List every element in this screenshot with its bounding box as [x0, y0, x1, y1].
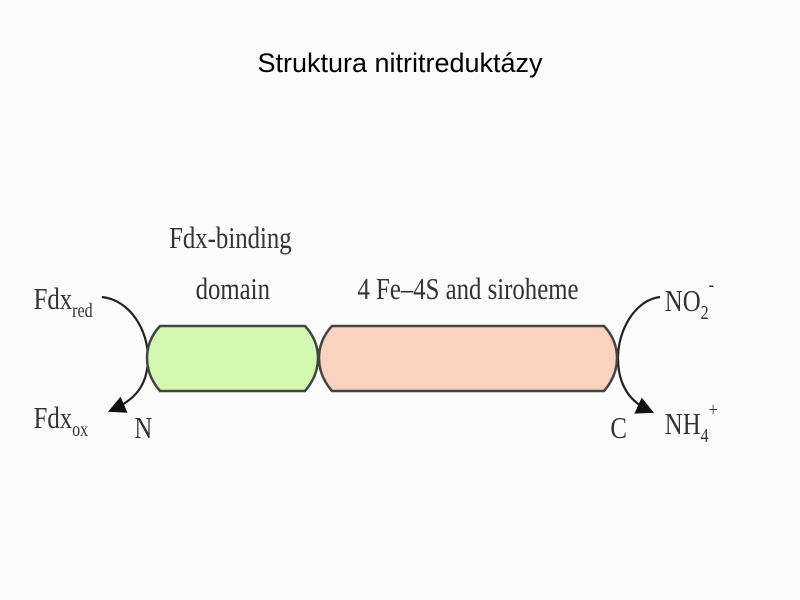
fdx-binding-label: Fdx-binding [169, 221, 292, 255]
fe4s-siroheme-domain-box [317, 324, 619, 393]
fdx-red-label: Fdxred [34, 282, 93, 321]
fdx-binding-domain-box [145, 324, 320, 393]
electron-transfer-arrow [101, 295, 150, 413]
n-terminus-label: N [134, 411, 152, 445]
fdx-ox-label: Fdxox [34, 401, 89, 440]
ammonium-label: NH4+ [665, 398, 718, 446]
domain-label: domain [196, 272, 270, 306]
slide-title: Struktura nitritreduktázy [257, 48, 543, 78]
nitrite-reduction-arrow [616, 295, 661, 414]
fe4s-siroheme-label: 4 Fe–4S and siroheme [357, 272, 578, 306]
nitrite-label: NO2- [665, 273, 714, 323]
c-terminus-label: C [610, 411, 627, 445]
